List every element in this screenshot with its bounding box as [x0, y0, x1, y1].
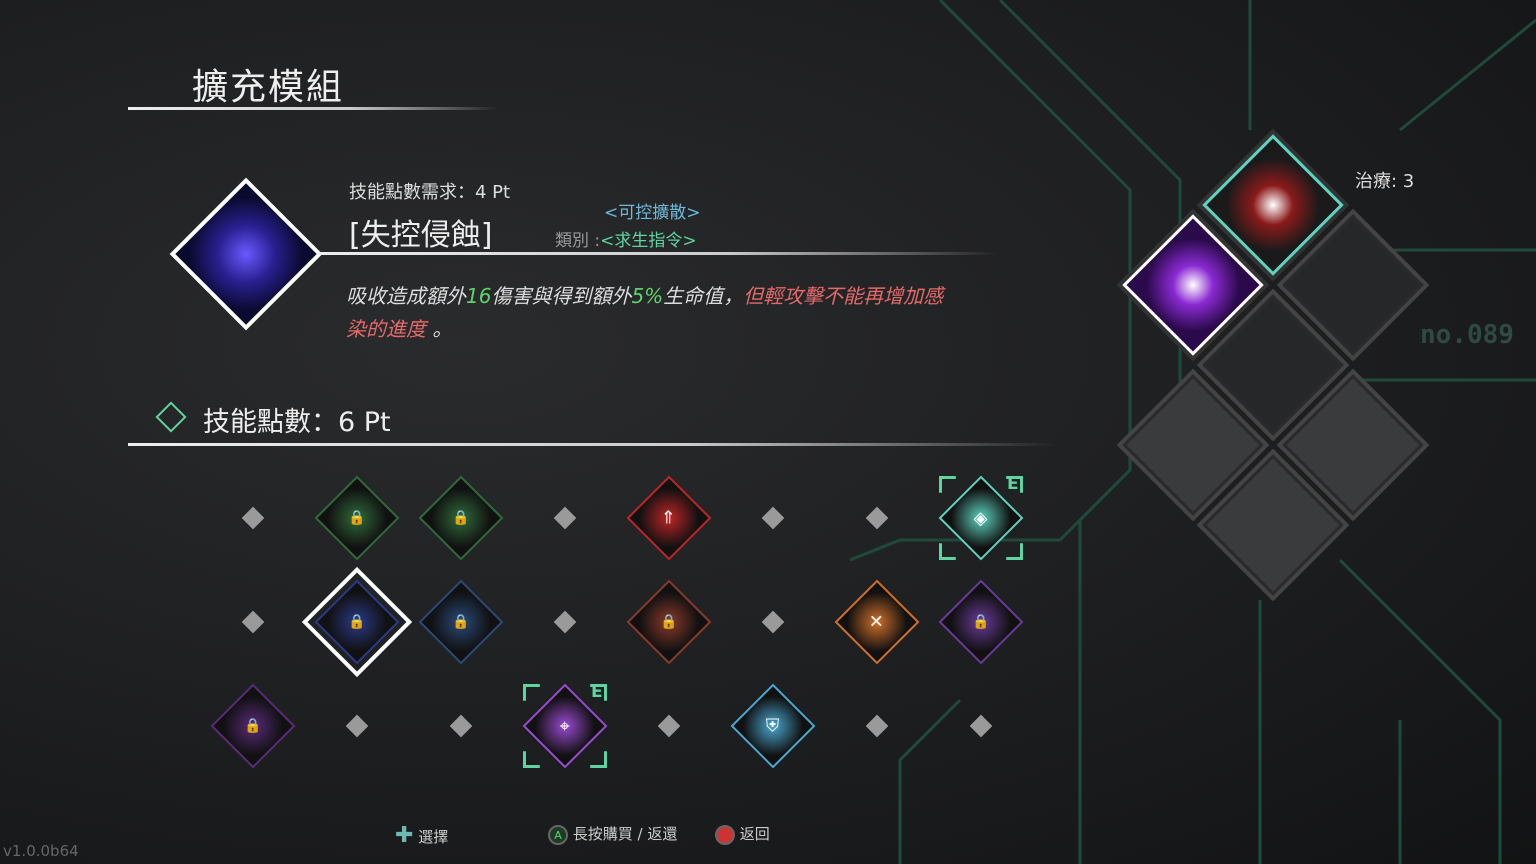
lock-icon: 🔒	[244, 718, 262, 734]
desc-segment: ，	[723, 284, 744, 308]
hint-hold: A 長按購買 / 返還	[548, 823, 677, 845]
desc-segment: 生命值	[663, 284, 724, 308]
module-glyph-icon: ⛨	[766, 715, 780, 737]
module-description: 吸收造成額外16傷害與得到額外5%生命值，但輕攻擊不能再增加感染的進度 。	[346, 280, 956, 346]
module-glyph-icon: ⌖	[559, 715, 571, 737]
module-glyph-icon: ◈	[974, 507, 988, 529]
point-requirement: 技能點數需求：4 Pt	[349, 182, 511, 203]
lock-icon: 🔒	[972, 614, 990, 630]
hint-hold-label: 長按購買 / 返還	[572, 825, 678, 843]
desc-segment: 5%	[631, 284, 664, 308]
module-glyph-icon: ⇑	[661, 507, 677, 529]
version: v1.0.0b64	[3, 842, 79, 860]
heal-stat: 治療: 3	[1355, 171, 1415, 192]
lock-icon: 🔒	[348, 510, 366, 526]
category-value: <求生指令>	[600, 231, 697, 251]
desc-segment: 傷害與得到額外	[491, 284, 632, 308]
desc-segment: 但輕攻擊不能再增加感染的進度	[346, 284, 944, 341]
page-title: 擴充模組	[192, 67, 345, 108]
lock-icon: 🔒	[452, 510, 470, 526]
equipped-badge: E	[1007, 474, 1019, 494]
dpad-icon: ✚	[395, 823, 414, 848]
desc-segment: 。	[426, 317, 453, 341]
lock-icon: 🔒	[452, 614, 470, 630]
a-button-icon: A	[548, 825, 568, 845]
hint-select-label: 選擇	[418, 828, 449, 846]
b-button-icon: B	[715, 825, 735, 845]
category-label: 類別 :	[555, 231, 601, 251]
detail-divider	[318, 252, 998, 255]
module-category: 類別 :<求生指令>	[555, 226, 697, 251]
hint-back-label: 返回	[739, 825, 770, 843]
lock-icon: 🔒	[660, 614, 678, 630]
desc-segment: 16	[466, 284, 492, 308]
module-glyph-icon: ✕	[869, 611, 885, 633]
title-divider	[128, 107, 498, 110]
points-divider	[128, 443, 1058, 446]
module-tag: <可控擴散>	[604, 203, 701, 223]
module-name: [失控侵蝕]	[349, 218, 493, 253]
equipped-badge: E	[591, 682, 603, 702]
hint-back: B 返回	[715, 823, 770, 845]
serial-number: no.089	[1420, 320, 1514, 350]
skill-points: 技能點數：6 Pt	[203, 407, 391, 438]
desc-segment: 吸收造成額外	[346, 284, 466, 308]
hint-select: ✚ 選擇	[395, 823, 448, 848]
lock-icon: 🔒	[348, 614, 366, 630]
